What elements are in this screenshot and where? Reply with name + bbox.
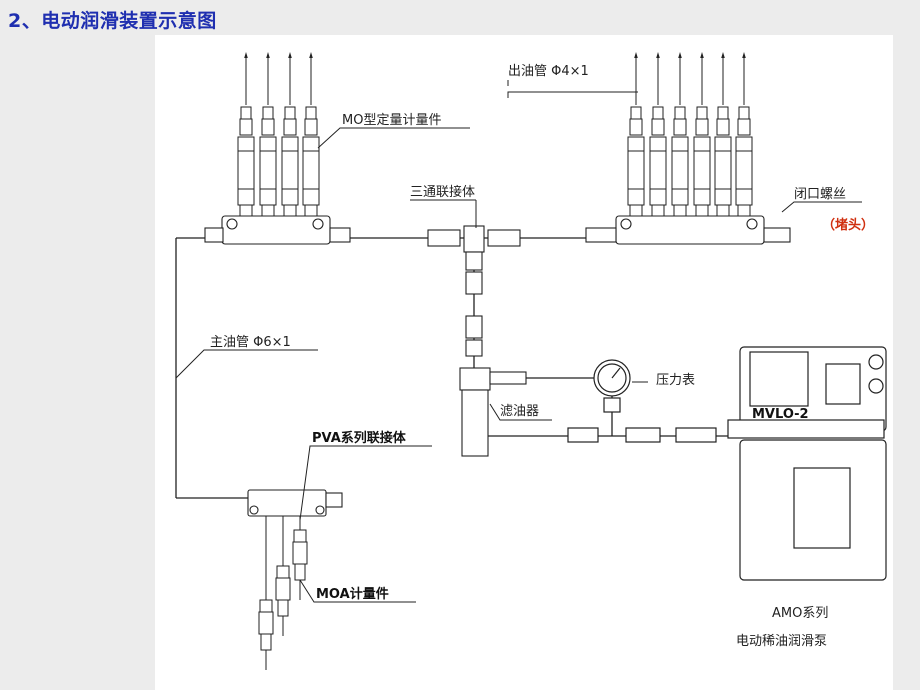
pump-brand-label: MVLO-2 [752,407,809,422]
outlet-pipe-label: 出油管 Φ4×1 [508,64,589,79]
moa-meter-2 [275,516,291,636]
filter-label: 滤油器 [500,404,539,419]
mo-meter-right-4 [693,52,711,217]
moa-label: MOA计量件 [316,586,389,602]
moa-meter-1 [258,516,274,670]
mo-meter-right-3 [671,52,689,217]
diagram-title: 2、电动润滑装置示意图 [8,10,217,32]
mo-meter-left-3 [281,52,299,217]
filter-body [459,367,527,457]
pump-unit [727,346,887,581]
tee-connector [427,225,521,357]
mo-meter-right-6 [735,52,753,217]
tee-label: 三通联接体 [410,184,475,200]
pva-connector [247,489,343,517]
pva-label: PVA系列联接体 [312,430,407,446]
closed-screw-label: 闭口螺丝 [794,187,846,202]
mo-meter-right-1 [627,52,645,217]
plug-note: （堵头） [822,217,874,233]
mo-meter-right-2 [649,52,667,217]
mo-meter-group-right [585,215,791,245]
main-pipe-label: 主油管 Φ6×1 [210,335,291,350]
mo-meter-left-1 [237,52,255,217]
pump-label-line2: 电动稀油润滑泵 [736,634,827,649]
moa-meter-3 [292,516,308,600]
pressure-gauge [567,359,717,443]
mo-meter-left-2 [259,52,277,217]
gauge-label: 压力表 [656,373,695,388]
mo-meter-right-5 [714,52,732,217]
mo-meter-label: MO型定量计量件 [342,113,441,128]
mo-meter-left-4 [302,52,320,217]
pump-label-line1: AMO系列 [772,606,828,621]
mo-meter-group-left [204,215,351,245]
